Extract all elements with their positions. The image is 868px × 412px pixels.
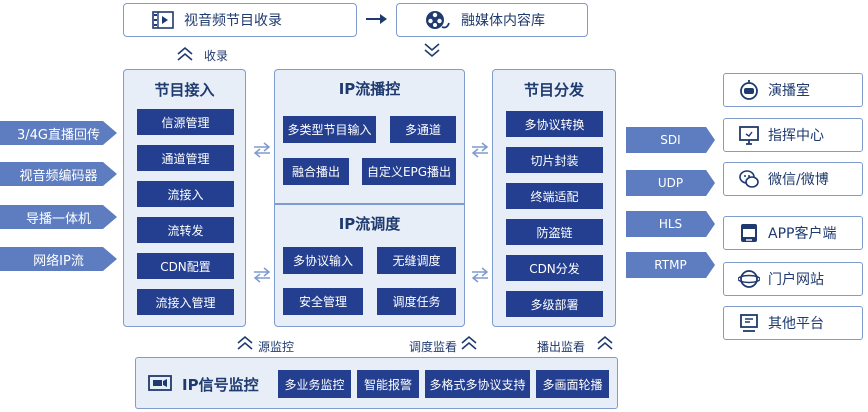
ingest-item: CDN配置	[137, 253, 234, 279]
protocol-arrow: HLS	[626, 211, 715, 237]
input-label: 网络IP流	[33, 253, 84, 269]
input-arrow: 3/4G直播回传	[0, 121, 117, 145]
output-target: 指挥中心	[723, 118, 863, 152]
distribution-item: 多级部署	[506, 291, 603, 317]
input-label: 导播一体机	[25, 211, 91, 227]
studio-icon	[738, 79, 760, 101]
output-label: APP客户端	[768, 226, 837, 242]
input-arrow: 网络IP流	[0, 247, 117, 271]
right-arrow-icon	[365, 12, 389, 26]
monitor-up-icon	[460, 335, 478, 351]
globe-icon	[738, 268, 760, 290]
monitor-up-icon	[596, 335, 614, 351]
monitoring-title: IP信号监控	[182, 376, 259, 394]
collect-label: 收录	[204, 49, 229, 63]
protocol-label: HLS	[658, 217, 683, 231]
monitoring-item: 多格式多协议支持	[425, 370, 530, 398]
scheduling-item: 调度任务	[377, 288, 456, 315]
ingest-item: 通道管理	[137, 145, 234, 171]
distribution-item: 多协议转换	[506, 111, 603, 137]
app-icon	[738, 222, 760, 244]
monitoring-item: 智能报警	[357, 370, 419, 398]
output-label: 演播室	[768, 83, 810, 99]
output-label: 其他平台	[768, 316, 824, 332]
protocol-arrow: RTMP	[626, 252, 715, 278]
media-library-box: 融媒体内容库	[396, 3, 588, 37]
collect-up-icon	[176, 46, 194, 62]
exchange-arrows-icon	[470, 266, 490, 284]
wechat-icon	[738, 168, 760, 190]
scheduling-item: 无缝调度	[377, 247, 456, 274]
input-label: 视音频编码器	[19, 168, 98, 184]
monitor-up-icon	[236, 335, 254, 351]
media-library-label: 融媒体内容库	[461, 13, 545, 29]
film-reel-icon	[425, 9, 451, 31]
scheduling-title: IP流调度	[338, 215, 401, 233]
protocol-label: UDP	[657, 176, 684, 190]
distribution-item: 切片封装	[506, 147, 603, 173]
protocol-arrow: UDP	[626, 170, 715, 196]
playout-item: 融合播出	[283, 158, 349, 185]
library-down-icon	[423, 42, 441, 58]
input-arrow: 视音频编码器	[0, 162, 117, 186]
ingest-item: 流接入管理	[137, 289, 234, 315]
monitoring-item: 多画面轮播	[536, 370, 609, 398]
input-arrow: 导播一体机	[0, 205, 117, 229]
output-label: 指挥中心	[768, 128, 824, 144]
distribution-item: 防盗链	[506, 219, 603, 245]
output-label: 门户网站	[768, 272, 824, 288]
distribution-item: 终端适配	[506, 183, 603, 209]
ingest-item: 信源管理	[137, 109, 234, 135]
program-recording-box: 视音频节目收录	[123, 3, 357, 37]
video-camera-icon	[148, 374, 172, 392]
ingest-title: 节目接入	[154, 81, 215, 99]
scheduling-item: 多协议输入	[283, 247, 363, 274]
playout-item: 多类型节目输入	[283, 116, 376, 143]
output-label: 微信/微博	[768, 172, 829, 188]
playout-item: 自定义EPG播出	[362, 158, 456, 185]
exchange-arrows-icon	[470, 141, 490, 159]
platform-icon	[738, 312, 760, 334]
output-target: 演播室	[723, 73, 863, 107]
exchange-arrows-icon	[252, 266, 272, 284]
protocol-label: RTMP	[654, 258, 687, 272]
exchange-arrows-icon	[252, 141, 272, 159]
playout-item: 多通道	[390, 116, 456, 143]
center-divider	[275, 203, 464, 205]
output-monitor-label: 播出监看	[537, 340, 586, 354]
protocol-arrow: SDI	[626, 127, 715, 153]
monitoring-item: 多业务监控	[278, 370, 351, 398]
ingest-item: 流接入	[137, 181, 234, 207]
playout-title: IP流播控	[338, 80, 401, 98]
protocol-label: SDI	[660, 133, 681, 147]
film-icon	[152, 10, 174, 30]
input-label: 3/4G直播回传	[17, 127, 100, 143]
distribution-item: CDN分发	[506, 255, 603, 281]
output-target: APP客户端	[723, 216, 863, 250]
program-recording-label: 视音频节目收录	[184, 13, 282, 29]
output-target: 其他平台	[723, 306, 863, 340]
schedule-monitor-label: 调度监看	[409, 340, 458, 354]
source-monitor-label: 源监控	[258, 340, 295, 354]
output-target: 门户网站	[723, 262, 863, 296]
output-target: 微信/微博	[723, 162, 863, 196]
monitor-icon	[738, 124, 760, 146]
scheduling-item: 安全管理	[283, 288, 363, 315]
distribution-title: 节目分发	[523, 81, 584, 99]
ingest-item: 流转发	[137, 217, 234, 243]
center-panel	[274, 69, 465, 327]
